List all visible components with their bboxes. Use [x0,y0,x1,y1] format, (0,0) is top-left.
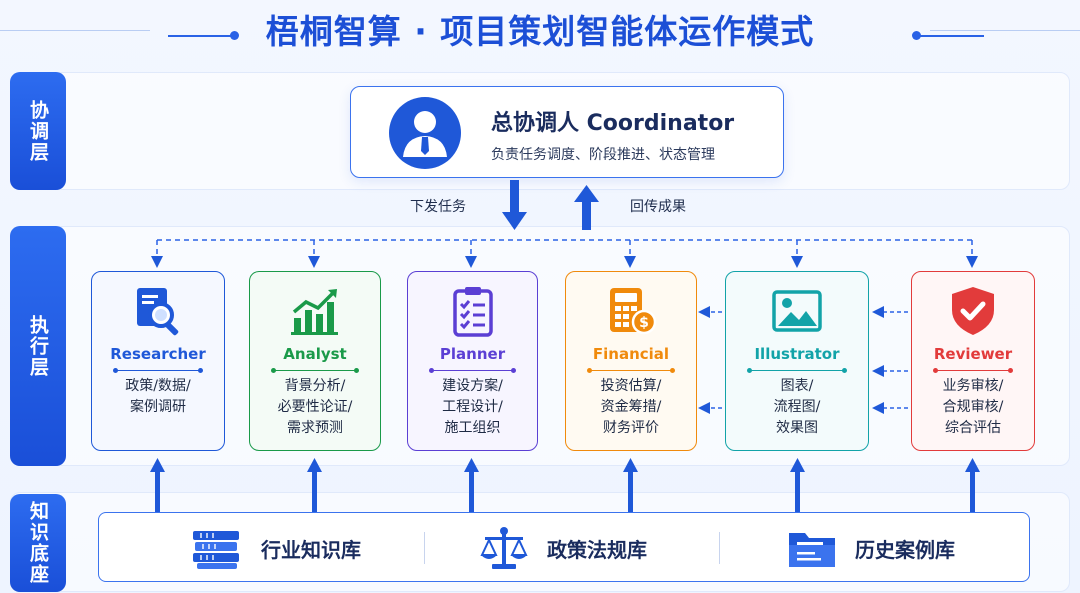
document-search-icon [137,288,179,336]
agent-description-line: 工程设计/ [442,399,503,415]
svg-text:$: $ [639,315,649,331]
agent-name: Planner [439,345,506,363]
agent-description-line: 图表/ [780,378,814,394]
agent-description-line: 资金筹措/ [600,399,662,415]
knowledge-arrows [150,458,980,512]
page-title: 梧桐智算 · 项目策划智能体运作模式 [265,12,815,51]
agent-divider [271,368,359,373]
agent-divider [587,368,675,373]
agent-card-illustrator: Illustrator 图表/流程图/效果图 [725,271,869,451]
coordinator-card: 总协调人 Coordinator 负责任务调度、阶段推进、状态管理 [350,86,784,178]
title-dot-right [912,31,921,40]
flow-down-arrow [502,180,527,230]
agent-card-reviewer: Reviewer 业务审核/合规审核/综合评估 [911,271,1035,451]
agent-description-line: 流程图/ [773,399,821,415]
agent-description-line: 效果图 [776,420,818,436]
agent-name: Illustrator [754,345,840,363]
agent-card-planner: Planner 建设方案/工程设计/施工组织 [407,271,538,451]
agent-divider [429,368,516,373]
agent-description: 图表/流程图/效果图 [726,376,868,439]
agent-description-line: 建设方案/ [442,378,503,394]
agent-description-line: 施工组织 [444,420,501,436]
agent-description: 政策/数据/案例调研 [92,376,224,418]
agent-description-line: 需求预测 [287,420,343,436]
agent-description-line: 财务评价 [603,420,659,436]
layer-tag-execution: 执行层 [10,226,66,466]
agent-divider [113,368,203,373]
knowledge-label-cases: 历史案例库 [855,537,955,562]
title-decoration-left [0,30,150,31]
calculator-coin-icon: $ [610,288,657,335]
folder-icon [789,533,835,567]
agent-description-line: 案例调研 [130,399,186,415]
user-tie-icon [389,97,461,169]
agent-description: 投资估算/资金筹措/财务评价 [566,376,696,439]
agent-description-line: 必要性论证/ [277,399,353,415]
agent-card-researcher: Researcher 政策/数据/案例调研 [91,271,225,451]
agent-card-analyst: Analyst 背景分析/必要性论证/需求预测 [249,271,381,451]
agent-description-line: 业务审核/ [942,378,1004,394]
knowledge-item-industry: 行业知识库 [191,513,361,583]
agent-description: 建设方案/工程设计/施工组织 [408,376,537,439]
agent-description-line: 合规审核/ [942,399,1004,415]
agent-description: 背景分析/必要性论证/需求预测 [250,376,380,439]
agent-name: Financial [592,345,670,363]
agent-description: 业务审核/合规审核/综合评估 [912,376,1034,439]
agent-name: Researcher [110,345,206,363]
agent-divider [933,368,1013,373]
flow-up-arrow [574,185,599,230]
growth-chart-icon [291,289,338,335]
agent-card-financial: $ Financial 投资估算/资金筹措/财务评价 [565,271,697,451]
coordinator-subtitle: 负责任务调度、阶段推进、状态管理 [491,147,715,163]
feedback-arrows [698,306,908,414]
knowledge-item-policy: 政策法规库 [479,513,647,583]
layer-tag-coordination: 协调层 [10,72,66,190]
dispatch-bus [151,239,978,268]
title-decoration-right [930,30,1080,31]
flow-down-label: 下发任务 [410,199,466,215]
knowledge-label-industry: 行业知识库 [261,537,361,562]
layer-tag-knowledge: 知识底座 [10,494,66,592]
agent-description-line: 综合评估 [945,420,1001,436]
knowledge-separator [719,532,720,564]
knowledge-label-policy: 政策法规库 [547,537,647,562]
clipboard-checklist-icon [452,287,493,337]
agent-description-line: 投资估算/ [600,378,662,394]
flow-up-label: 回传成果 [630,199,686,215]
title-dot-left [230,31,239,40]
knowledge-base-box: 行业知识库 政策法规库 历史案例库 [98,512,1030,582]
agent-name: Analyst [283,345,347,363]
title-line-right [918,35,984,37]
agent-divider [747,368,847,373]
agent-description-line: 背景分析/ [284,378,346,394]
scales-icon [480,527,528,569]
books-icon [193,531,239,569]
shield-check-icon [952,287,994,335]
coordinator-title: 总协调人 Coordinator [491,111,735,136]
knowledge-separator [424,532,425,564]
agent-description-line: 政策/数据/ [125,378,191,394]
knowledge-item-cases: 历史案例库 [787,513,955,583]
agent-name: Reviewer [933,345,1013,363]
title-line-left [168,35,234,37]
image-icon [772,290,822,332]
